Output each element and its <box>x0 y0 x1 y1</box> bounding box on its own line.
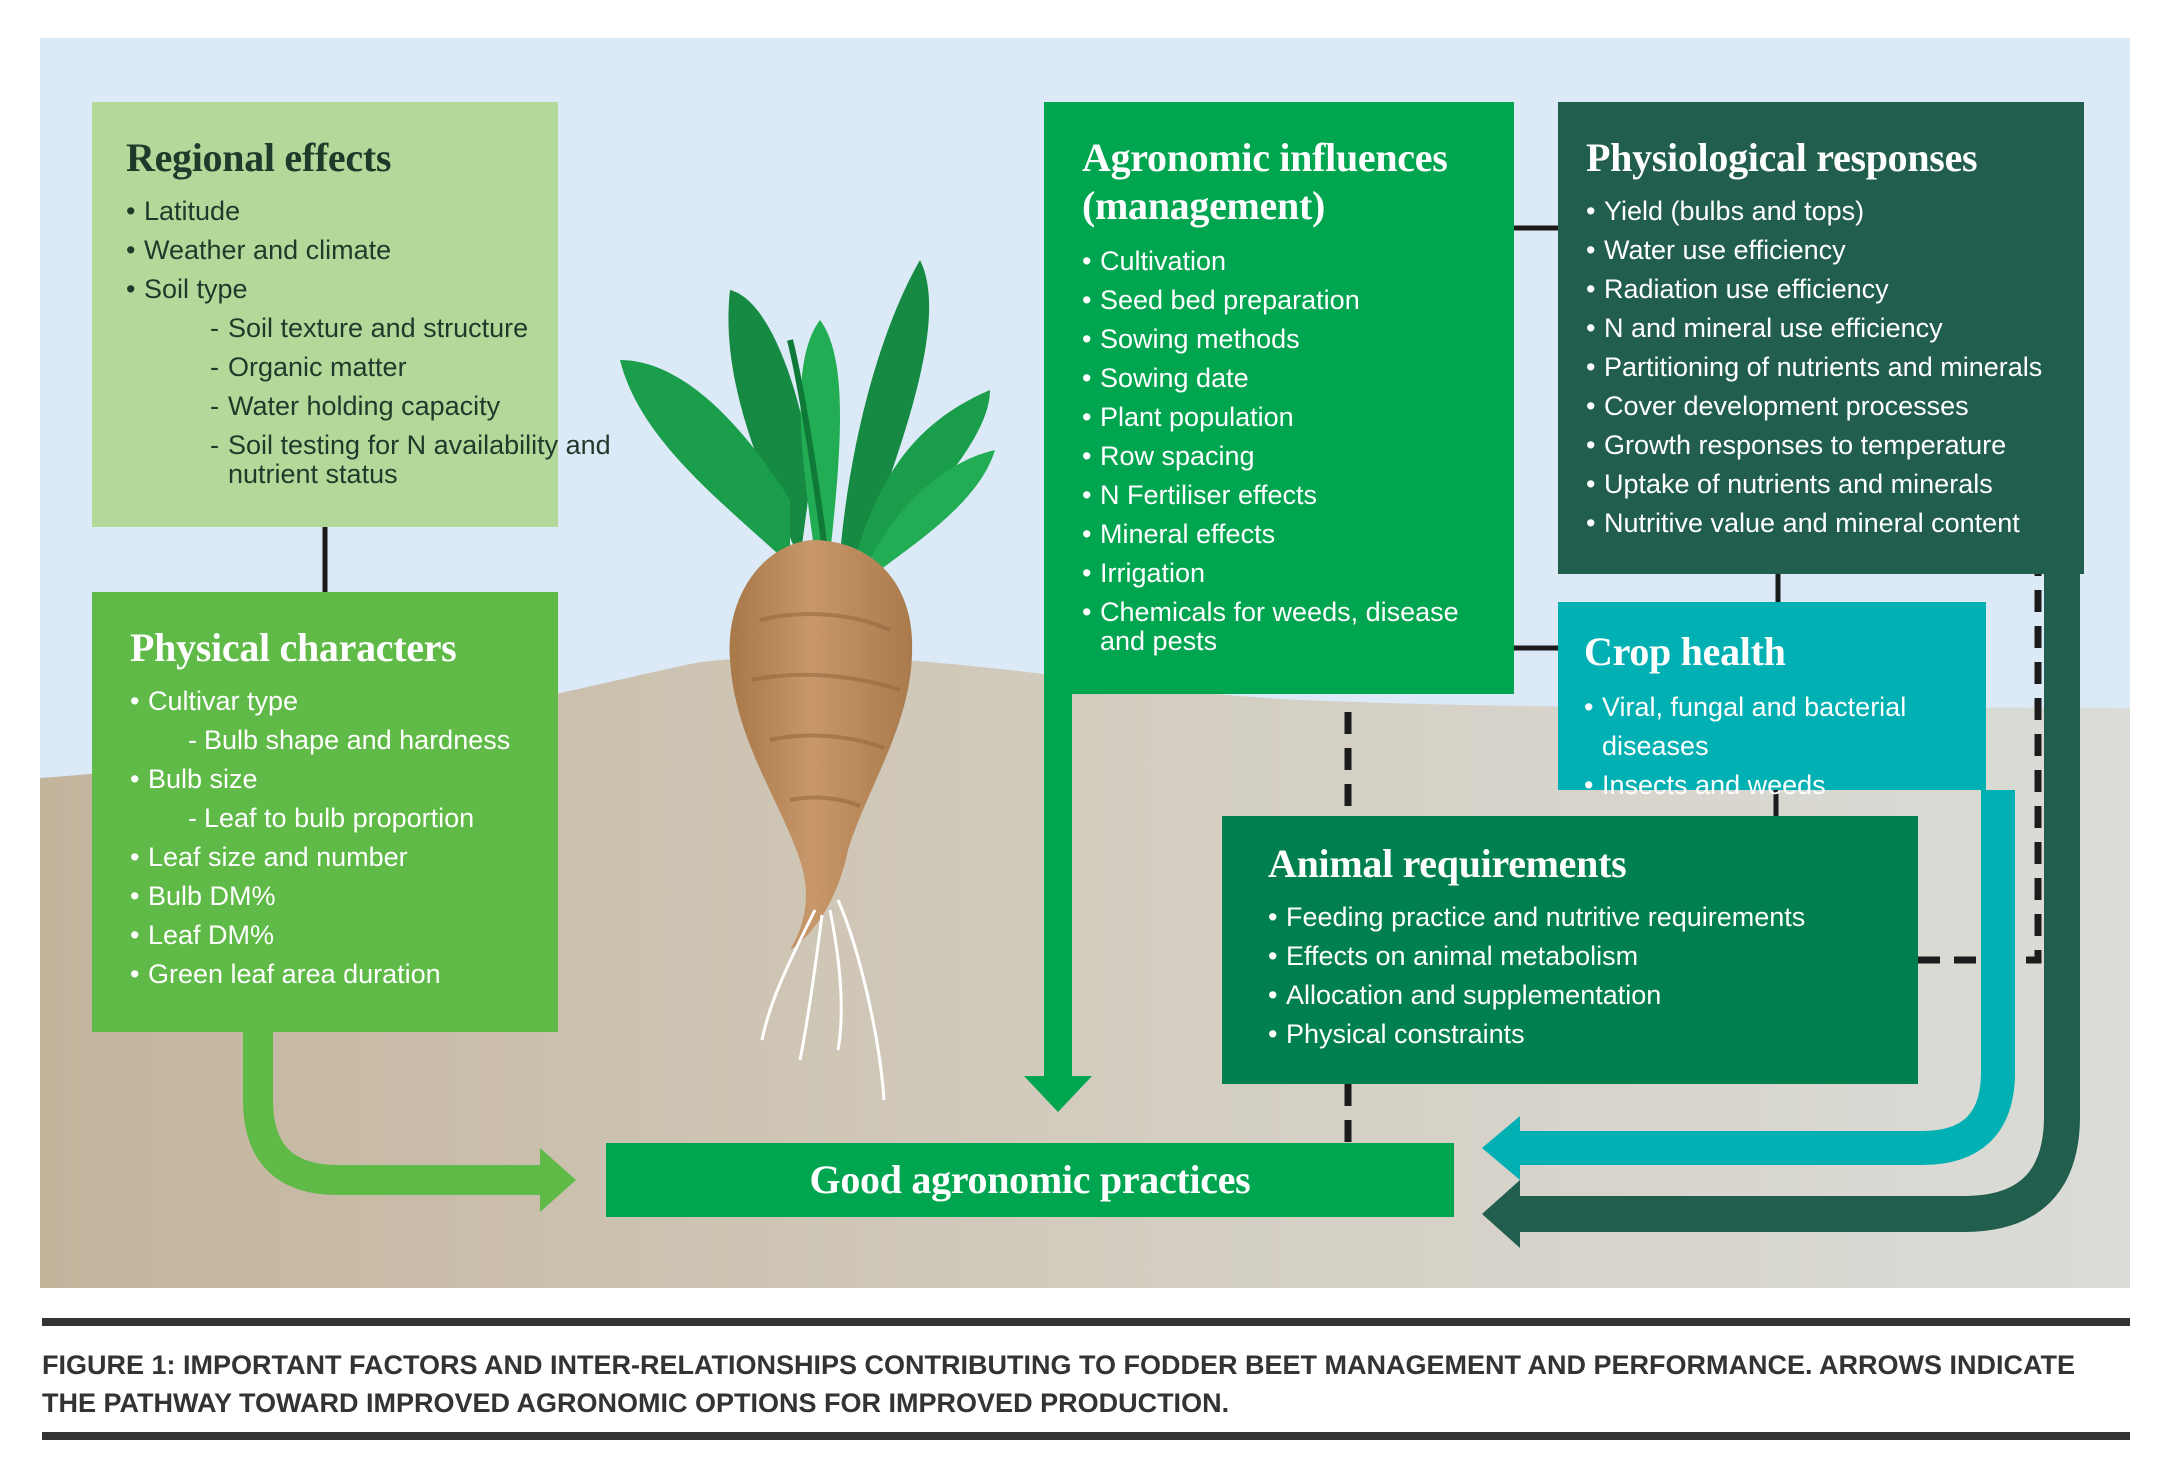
list-item: N and mineral use efficiency <box>1586 309 2084 348</box>
list-item: Allocation and supplementation <box>1268 976 1918 1015</box>
beet-root-ring <box>759 612 891 632</box>
list-item: Soil type <box>126 270 558 309</box>
list-item: Plant population <box>1082 398 1514 437</box>
beet-leaf <box>855 390 990 565</box>
arrow-physiological-to-practices <box>1512 574 2080 1232</box>
physiological-responses-box: Physiological responses Yield (bulbs and… <box>1558 102 2084 574</box>
list-item: Insects and weeds <box>1584 766 1986 805</box>
list-item: Feeding practice and nutritive requireme… <box>1268 898 1918 937</box>
list-item: Partitioning of nutrients and minerals <box>1586 348 2084 387</box>
agronomic-influences-title: Agronomic influences (management) <box>1082 134 1514 230</box>
crop-health-title: Crop health <box>1584 629 1786 674</box>
fodder-beet-illustration <box>620 260 995 1101</box>
list-item: Green leaf area duration <box>130 955 558 994</box>
beet-rootlet <box>828 909 843 1051</box>
list-item: Cultivar type <box>130 682 558 721</box>
beet-root <box>729 540 913 950</box>
beet-leaf <box>840 260 930 560</box>
good-agronomic-practices-box: Good agronomic practices <box>606 1143 1454 1217</box>
beet-leaf <box>620 360 790 565</box>
caption-line-1: FIGURE 1: IMPORTANT FACTORS AND INTER-RE… <box>42 1350 2075 1380</box>
arrow-agronomic-head <box>1024 1076 1092 1112</box>
list-item: Bulb size <box>130 760 558 799</box>
list-item: Bulb DM% <box>130 877 558 916</box>
arrow-crophealth-head <box>1482 1116 1520 1180</box>
sub-list-item: Soil testing for N availability and nutr… <box>126 426 628 494</box>
physiological-responses-list: Yield (bulbs and tops) Water use efficie… <box>1586 192 2084 543</box>
list-item: Sowing date <box>1082 359 1514 398</box>
dashed-animal-physiological <box>1918 574 2042 964</box>
list-item: Latitude <box>126 192 558 231</box>
list-item: Cultivation <box>1082 242 1514 281</box>
list-item: Row spacing <box>1082 437 1514 476</box>
arrow-crophealth-to-practices <box>1512 790 2015 1165</box>
crop-health-list: Viral, fungal and bacterial diseases Ins… <box>1584 688 1986 805</box>
beet-root-ring <box>751 672 901 692</box>
sub-list-item: Leaf to bulb proportion <box>130 799 558 838</box>
list-item: Leaf size and number <box>130 838 558 877</box>
beet-leaf <box>728 290 812 560</box>
list-item: Nutritive value and mineral content <box>1586 504 2084 543</box>
regional-effects-list: Latitude Weather and climate Soil type S… <box>126 192 611 494</box>
beet-leaf <box>787 339 829 559</box>
list-item: Leaf DM% <box>130 916 558 955</box>
list-item: Mineral effects <box>1082 515 1514 554</box>
list-item: Sowing methods <box>1082 320 1514 359</box>
beet-leaf <box>800 320 840 555</box>
sub-list-item: Bulb shape and hardness <box>130 721 558 760</box>
caption-line-2: THE PATHWAY TOWARD IMPROVED AGRONOMIC OP… <box>42 1388 1230 1418</box>
regional-effects-box: Regional effects Latitude Weather and cl… <box>92 102 611 527</box>
soil-background <box>40 656 2130 1288</box>
list-item: N Fertiliser effects <box>1082 476 1514 515</box>
list-item: Viral, fungal and bacterial diseases <box>1584 688 1986 766</box>
arrow-physical-head <box>540 1148 576 1212</box>
physical-characters-title: Physical characters <box>130 625 457 670</box>
arrow-physiological-head <box>1482 1180 1520 1248</box>
agronomic-influences-box: Agronomic influences (management) Cultiv… <box>1044 102 1514 694</box>
sub-list-item: Organic matter <box>126 348 558 387</box>
physiological-responses-title: Physiological responses <box>1586 135 1978 180</box>
arrow-physical-to-practices <box>243 1032 548 1195</box>
beet-root-ring <box>789 795 861 808</box>
list-item: Effects on animal metabolism <box>1268 937 1918 976</box>
sub-list-item: Soil texture and structure <box>126 309 558 348</box>
figure-caption: FIGURE 1: IMPORTANT FACTORS AND INTER-RE… <box>42 1318 2130 1440</box>
agronomic-influences-title-line1: Agronomic influences <box>1082 135 1448 180</box>
agronomic-influences-title-line2: (management) <box>1082 183 1326 228</box>
list-item: Water use efficiency <box>1586 231 2084 270</box>
beet-rootlet <box>760 909 817 1041</box>
animal-requirements-title: Animal requirements <box>1268 841 1627 886</box>
crop-health-box: Crop health Viral, fungal and bacterial … <box>1558 602 1986 805</box>
beet-rootlet <box>836 899 886 1101</box>
animal-requirements-list: Feeding practice and nutritive requireme… <box>1268 898 1918 1054</box>
good-agronomic-practices-title: Good agronomic practices <box>809 1157 1251 1202</box>
beet-rootlet <box>798 914 824 1061</box>
sub-list-item: Water holding capacity <box>126 387 558 426</box>
animal-requirements-box: Animal requirements Feeding practice and… <box>1222 816 1918 1084</box>
list-item: Physical constraints <box>1268 1015 1918 1054</box>
list-item: Growth responses to temperature <box>1586 426 2084 465</box>
list-item: Irrigation <box>1082 554 1514 593</box>
list-item: Radiation use efficiency <box>1586 270 2084 309</box>
list-item: Weather and climate <box>126 231 558 270</box>
physical-characters-box: Physical characters Cultivar type Bulb s… <box>92 592 558 1032</box>
list-item: Yield (bulbs and tops) <box>1586 192 2084 231</box>
list-item: Seed bed preparation <box>1082 281 1514 320</box>
beet-leaf <box>870 450 995 570</box>
physical-characters-list: Cultivar type Bulb shape and hardness Bu… <box>130 682 558 994</box>
list-item: Uptake of nutrients and minerals <box>1586 465 2084 504</box>
list-item: Cover development processes <box>1586 387 2084 426</box>
beet-root-ring <box>769 733 885 750</box>
list-item: Chemicals for weeds, disease and pests <box>1082 593 1460 661</box>
regional-effects-title: Regional effects <box>126 135 392 180</box>
agronomic-influences-list: Cultivation Seed bed preparation Sowing … <box>1082 242 1514 661</box>
